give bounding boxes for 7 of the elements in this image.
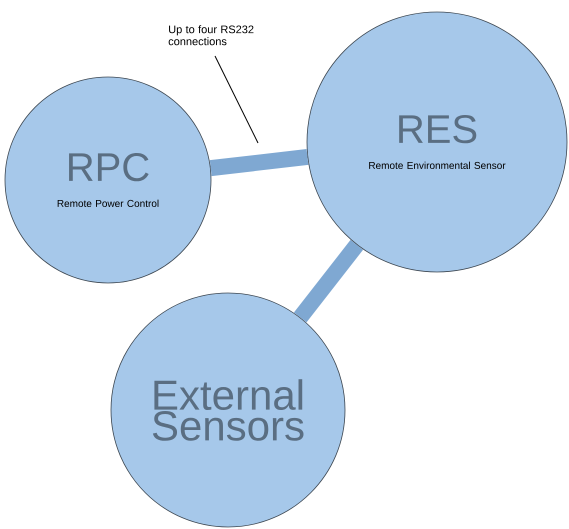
callout-text: Up to four RS232 connections — [168, 25, 254, 46]
sphere: RPC Remote Power Control — [4, 76, 212, 284]
connection-tube — [210, 149, 308, 176]
connection-tube — [294, 240, 364, 322]
sphere: RES Remote Environmental Sensor — [306, 12, 568, 272]
leader-line — [214, 56, 258, 144]
sphere: External Sensors — [110, 292, 346, 528]
